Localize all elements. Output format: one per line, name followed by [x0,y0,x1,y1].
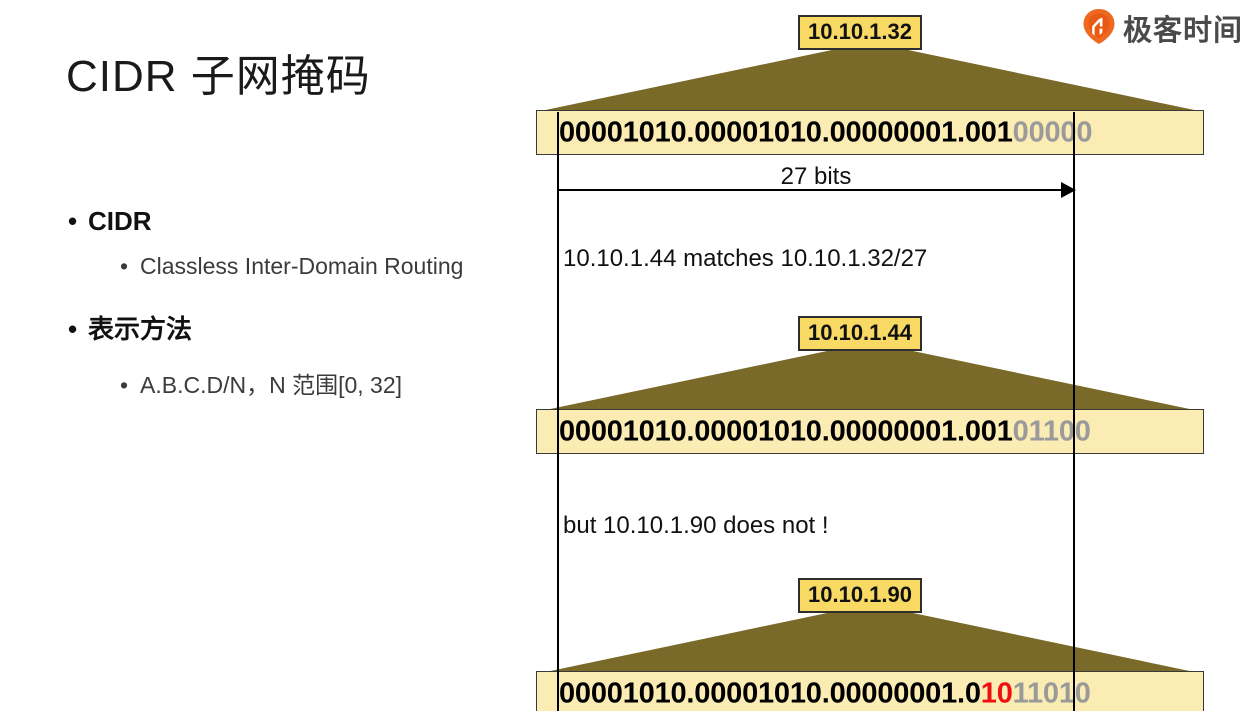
bullet-notation: • 表示方法 [68,309,192,346]
binary-bar-1: 00001010.00001010.00000001.00100000 [536,110,1204,155]
note-match: 10.10.1.44 matches 10.10.1.32/27 [563,245,928,272]
binary-host-2: 01100 [1012,415,1091,447]
bullet-dot-icon: • [68,206,78,236]
triangle-shape-2 [536,342,1204,412]
ip-label-1: 10.10.1.32 [798,15,922,50]
bullet-cidr-expansion-label: Classless Inter-Domain Routing [140,253,464,279]
bullet-cidr-expansion: • Classless Inter-Domain Routing [120,253,463,280]
bullet-cidr: • CIDR [68,206,152,237]
ip-label-2: 10.10.1.44 [798,316,922,351]
binary-text-2: 00001010.00001010.00000001.00101100 [559,415,1091,448]
bullet-notation-detail: • A.B.C.D/N，N 范围[0, 32] [120,366,402,400]
binary-prefix-2: 00001010.00001010.00000001.001 [559,415,1013,447]
binary-text-1: 00001010.00001010.00000001.00100000 [559,116,1092,149]
bullet-dot-icon: • [68,314,78,344]
bullet-dot-icon: • [120,372,129,398]
triangle-shape-1 [536,42,1204,112]
note-mismatch: but 10.10.1.90 does not ! [563,512,829,539]
ip-label-3: 10.10.1.90 [798,578,922,613]
bullet-dot-icon: • [120,253,129,279]
binary-host-1: 00000 [1012,116,1093,148]
binary-prefix-3: 00001010.00001010.00000001.0 [559,677,981,709]
prefix-start-guide-line [557,112,559,711]
arrow-line [557,189,1073,191]
binary-bar-3: 00001010.00001010.00000001.01011010 [536,671,1204,711]
bullet-notation-detail-label: A.B.C.D/N，N 范围[0, 32] [140,372,403,398]
prefix-length-label: 27 bits [780,163,852,190]
page-title: CIDR 子网掩码 [66,52,371,101]
bullet-notation-label: 表示方法 [88,314,193,344]
binary-text-3: 00001010.00001010.00000001.01011010 [559,677,1091,710]
prefix-boundary-guide-line [1073,112,1075,711]
binary-mismatch-3: 10 [980,677,1013,709]
binary-host-3: 11010 [1012,677,1091,709]
triangle-shape-3 [536,604,1204,674]
arrow-head-icon [1061,182,1076,198]
prefix-span-arrow [557,180,1076,200]
binary-bar-2: 00001010.00001010.00000001.00101100 [536,409,1204,454]
geekbang-logo-icon [1082,8,1116,49]
bullet-cidr-label: CIDR [88,206,152,236]
brand-logo: 极客时间 [1082,7,1243,49]
binary-prefix-1: 00001010.00001010.00000001.001 [559,116,1013,148]
logo-text: 极客时间 [1122,15,1243,47]
